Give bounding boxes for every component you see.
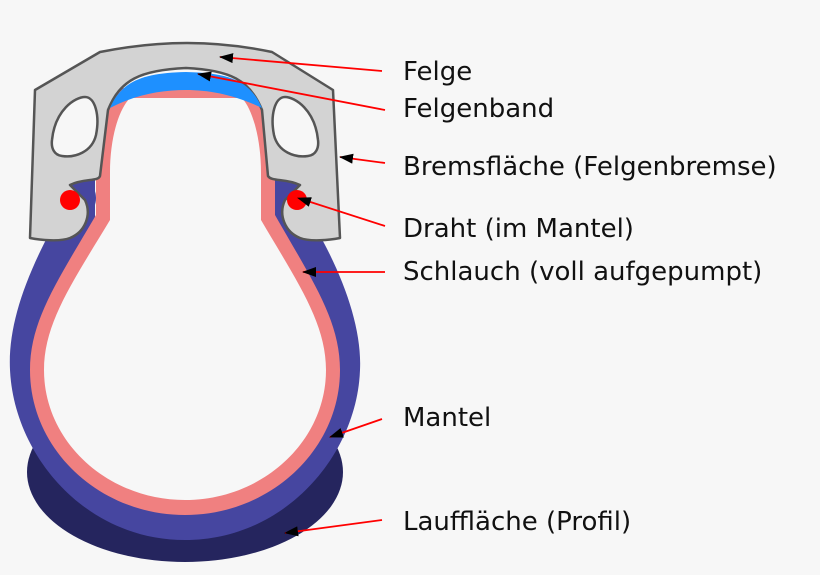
- rim-tape: [110, 72, 262, 108]
- leader-draht: [297, 197, 386, 227]
- leader-felgenband: [197, 71, 386, 111]
- label-laufflaeche: Lauffläche (Profil): [403, 507, 631, 537]
- label-schlauch: Schlauch (voll aufgepumpt): [403, 257, 762, 287]
- label-felge: Felge: [403, 57, 472, 87]
- label-felgenband: Felgenband: [403, 94, 554, 124]
- rim-hole-right: [271, 95, 320, 158]
- leader-felge: [219, 53, 383, 72]
- label-draht: Draht (im Mantel): [403, 214, 634, 244]
- leader-mantel: [329, 418, 383, 438]
- rim: [28, 41, 342, 242]
- rim-hole-left: [50, 95, 99, 158]
- inner-tube-cavity: [44, 98, 326, 500]
- label-mantel: Mantel: [403, 403, 491, 433]
- wire-left: [60, 190, 80, 210]
- leader-bremsflaeche: [339, 153, 386, 164]
- leader-laufflaeche: [284, 519, 383, 537]
- label-bremsflaeche: Bremsfläche (Felgenbremse): [403, 152, 777, 182]
